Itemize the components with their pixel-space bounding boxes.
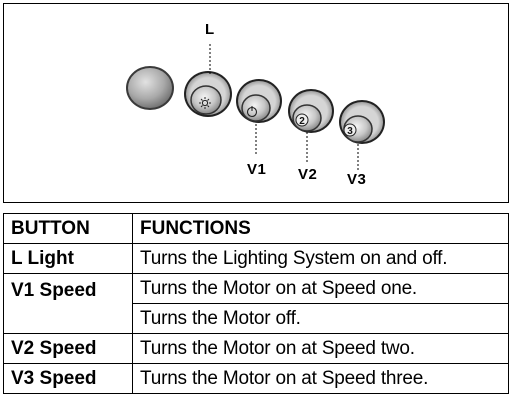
light-button bbox=[184, 71, 232, 117]
v3-button: 3 bbox=[339, 100, 385, 144]
leader-lines bbox=[209, 44, 359, 170]
button-cell: V1 Speed bbox=[3, 273, 133, 334]
button-cell: V3 Speed bbox=[3, 363, 133, 394]
table-row: L Light Turns the Lighting System on and… bbox=[3, 243, 509, 274]
header-functions: FUNCTIONS bbox=[132, 213, 509, 244]
table-row: V2 Speed Turns the Motor on at Speed two… bbox=[3, 333, 509, 364]
label-v1: V1 bbox=[247, 161, 267, 178]
label-v3: V3 bbox=[347, 171, 367, 188]
v1-button bbox=[236, 79, 282, 123]
button-cell: V2 Speed bbox=[3, 333, 133, 364]
table-header-row: BUTTON FUNCTIONS bbox=[3, 213, 509, 244]
speed-three-glyph: 3 bbox=[347, 126, 353, 137]
table-row: V1 Speed Turns the Motor on at Speed one… bbox=[3, 273, 509, 334]
function-cell: Turns the Motor on at Speed one. bbox=[132, 273, 509, 304]
control-panel-drawing: 2 3 bbox=[126, 44, 385, 170]
header-button: BUTTON bbox=[3, 213, 133, 244]
v2-button: 2 bbox=[288, 89, 334, 133]
function-cell: Turns the Lighting System on and off. bbox=[132, 243, 509, 274]
table-row: Turns the Motor off. bbox=[4, 303, 509, 334]
sun-icon bbox=[199, 97, 211, 109]
control-panel-figure: 2 3 L V1 V2 V3 bbox=[3, 3, 509, 203]
function-cell: Turns the Motor on at Speed three. bbox=[132, 363, 509, 394]
functions-table: BUTTON FUNCTIONS L Light Turns the Light… bbox=[3, 213, 509, 394]
speed-two-glyph: 2 bbox=[299, 116, 305, 127]
label-light: L bbox=[205, 21, 215, 38]
button-cell: L Light bbox=[3, 243, 133, 274]
power-icon bbox=[246, 106, 258, 118]
blank-cap bbox=[126, 66, 174, 110]
label-v2: V2 bbox=[298, 166, 318, 183]
function-cell: Turns the Motor on at Speed two. bbox=[132, 333, 509, 364]
function-cell: Turns the Motor off. bbox=[132, 303, 509, 334]
table-row: V3 Speed Turns the Motor on at Speed thr… bbox=[3, 363, 509, 394]
